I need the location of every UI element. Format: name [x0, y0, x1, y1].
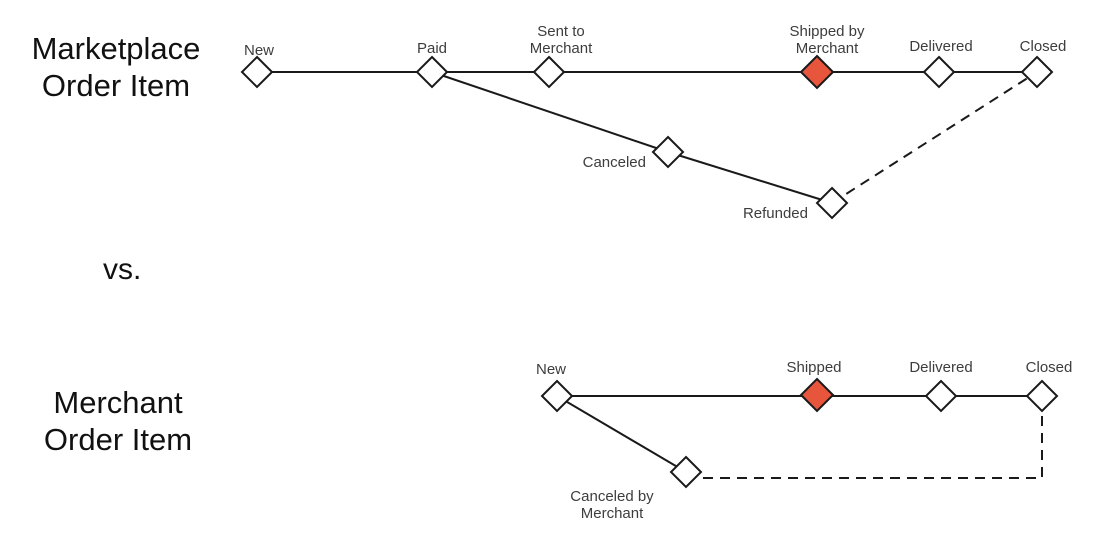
node-marketplace-refunded — [815, 186, 849, 220]
node-merchant-new — [540, 379, 574, 413]
merchant-title-line2: Order Item — [43, 422, 193, 457]
vs-separator: vs. — [103, 253, 142, 286]
label-marketplace-canceled: Canceled — [582, 154, 646, 171]
marketplace-flow — [240, 54, 1054, 220]
node-merchant-delivered — [924, 379, 958, 413]
edge-marketplace-refunded-closed-dashed — [831, 71, 1038, 204]
node-marketplace-new — [240, 55, 274, 89]
label-marketplace-sent-to-merchant: Sent to Merchant — [529, 23, 593, 57]
node-marketplace-closed — [1020, 55, 1054, 89]
node-merchant-closed — [1025, 379, 1059, 413]
node-marketplace-sent-to-merchant — [532, 55, 566, 89]
merchant-flow — [540, 377, 1059, 489]
edge-merchant-canceled-closed-dashed — [703, 413, 1043, 479]
label-marketplace-refunded: Refunded — [742, 205, 808, 222]
node-merchant-canceled-by-merchant — [669, 455, 703, 489]
edge-merchant-new-canceled — [556, 395, 687, 473]
node-marketplace-canceled — [651, 135, 685, 169]
label-marketplace-shipped-by-merchant: Shipped by Merchant — [789, 23, 865, 57]
marketplace-title-line1: Marketplace — [31, 31, 201, 66]
label-merchant-new: New — [535, 361, 567, 378]
node-marketplace-shipped-by-merchant — [799, 54, 835, 90]
merchant-title: Merchant Order Item — [3, 384, 233, 458]
label-marketplace-new: New — [243, 42, 275, 59]
label-marketplace-paid: Paid — [416, 40, 448, 57]
label-merchant-delivered: Delivered — [909, 359, 973, 376]
marketplace-title-line2: Order Item — [41, 68, 191, 103]
label-merchant-closed: Closed — [1025, 359, 1073, 376]
node-marketplace-delivered — [922, 55, 956, 89]
node-marketplace-paid — [415, 55, 449, 89]
node-merchant-shipped — [799, 377, 835, 413]
label-merchant-shipped: Shipped — [786, 359, 842, 376]
edge-marketplace-paid-canceled-refunded — [431, 71, 833, 204]
label-marketplace-closed: Closed — [1019, 38, 1067, 55]
label-marketplace-delivered: Delivered — [909, 38, 973, 55]
merchant-title-line1: Merchant — [53, 385, 183, 420]
label-merchant-canceled-by-merchant: Canceled by Merchant — [570, 488, 654, 522]
marketplace-title: Marketplace Order Item — [1, 30, 231, 104]
